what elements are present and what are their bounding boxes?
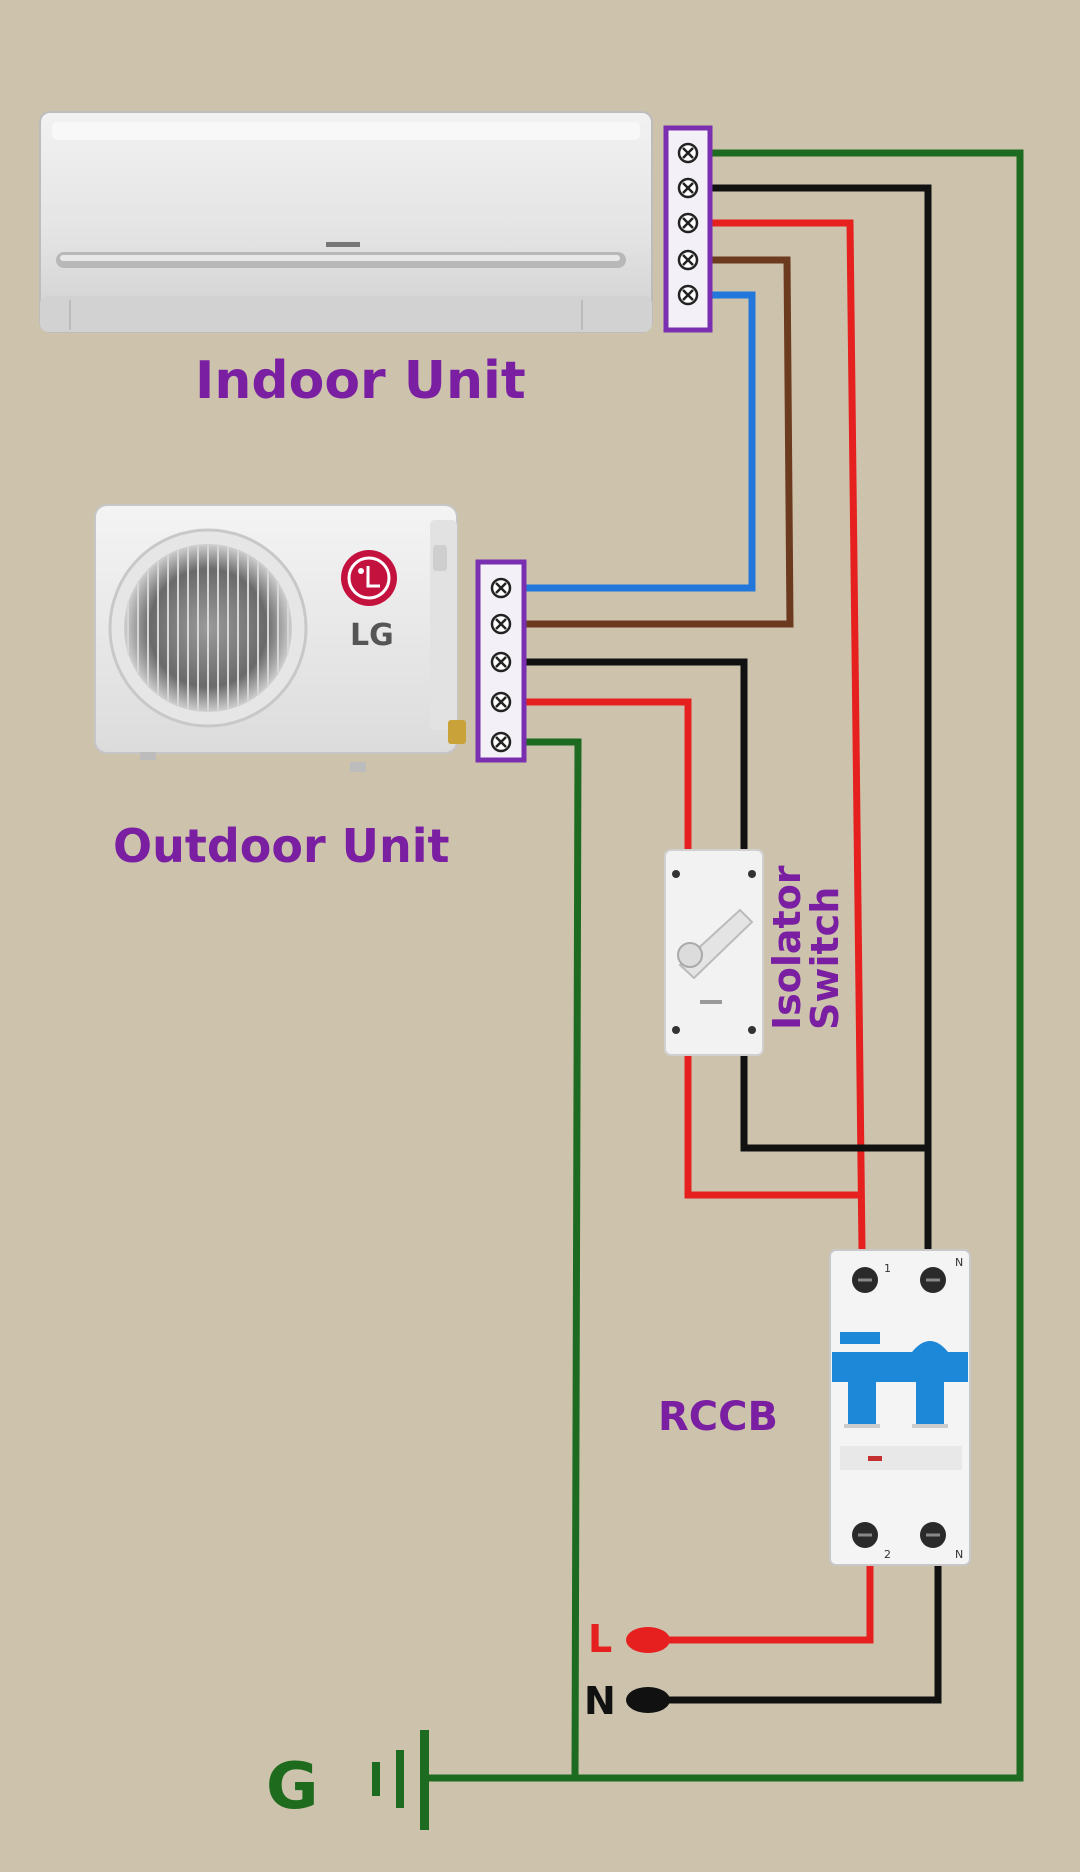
wire-neutral-indoor (706, 184, 932, 1254)
wire-live-isolator (684, 1048, 862, 1199)
wire-ground-outdoor (522, 738, 582, 1782)
wire-blue-link (522, 291, 756, 592)
rccb-label: RCCB (658, 1394, 778, 1440)
rccb-bottom-left-mark: 2 (884, 1548, 891, 1561)
rccb-device: 1 N 2 N (829, 1249, 971, 1566)
wire-live-indoor (706, 219, 866, 1254)
outdoor-unit: LG (94, 504, 466, 772)
outdoor-unit-label: Outdoor Unit (113, 819, 450, 873)
indoor-terminal-screws (677, 142, 699, 306)
wire-neutral-supply (648, 1541, 942, 1704)
isolator-label-line1: Isolator (765, 865, 809, 1030)
wire-neutral-isolator (740, 1048, 932, 1152)
isolator-switch (664, 849, 764, 1056)
neutral-label: N (584, 1679, 616, 1723)
live-label: L (588, 1617, 612, 1661)
ground-label: G (266, 1750, 319, 1824)
rccb-toggle-left-icon (848, 1382, 876, 1424)
valve-icon (448, 720, 466, 744)
rccb-blue-band (832, 1352, 968, 1382)
wire-brown-link (522, 256, 794, 628)
wire-live-supply (648, 1541, 874, 1644)
rccb-top-left-mark: 1 (884, 1262, 891, 1275)
ground-symbol-icon (372, 1730, 429, 1830)
outdoor-terminal-screws (490, 577, 512, 753)
outdoor-brand-text: LG (350, 618, 394, 653)
rccb-bottom-right-mark: N (955, 1548, 963, 1561)
rccb-top-right-mark: N (955, 1256, 963, 1269)
live-terminal-icon (626, 1627, 670, 1653)
indoor-unit (39, 111, 653, 333)
indoor-logo-icon (326, 242, 360, 247)
wire-live-outdoor (522, 698, 692, 854)
rccb-toggle-right-icon (916, 1382, 944, 1424)
neutral-terminal-icon (626, 1687, 670, 1713)
wire-ground-indoor (426, 149, 1024, 1782)
indoor-unit-label: Indoor Unit (195, 351, 526, 411)
wire-neutral-outdoor (522, 658, 748, 854)
isolator-label-line2: Switch (803, 887, 847, 1030)
